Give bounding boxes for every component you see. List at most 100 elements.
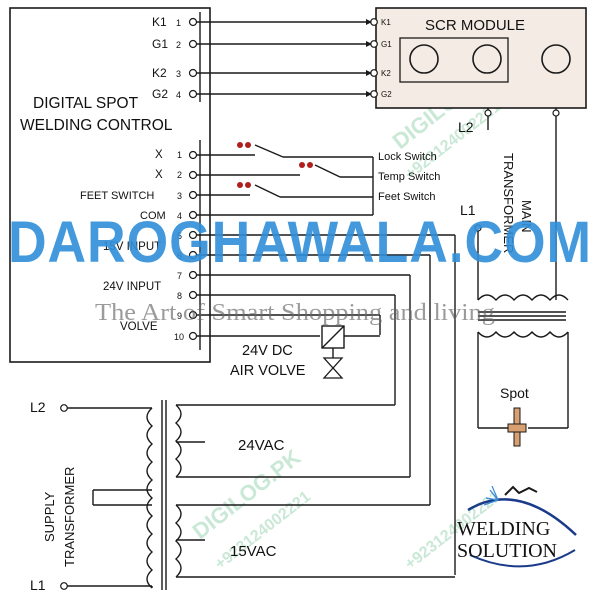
side-terminal-num: 1: [177, 150, 182, 160]
supply-primary-coil: [146, 407, 154, 589]
supply-l2-label: L2: [30, 399, 46, 415]
terminal-screw[interactable]: [188, 68, 198, 78]
top-terminal-label: K1: [152, 15, 167, 29]
switch-dot: [237, 142, 243, 148]
scr-thyristor-1: [409, 44, 439, 74]
top-terminal-block: K1 1 G1 2 K2 3 G2 4: [152, 12, 201, 102]
main-transformer-line1: MAIN: [519, 200, 534, 233]
scr-thyristor-2: [472, 44, 502, 74]
switch-dot: [245, 142, 251, 148]
terminal-screw[interactable]: [60, 404, 68, 412]
side-terminal-label: COM: [140, 210, 166, 222]
terminal-screw[interactable]: [188, 89, 198, 99]
terminal-screw[interactable]: [188, 310, 198, 320]
scr-terminal-label: G2: [381, 90, 392, 99]
side-terminal-label: X: [155, 169, 163, 181]
control-box: [9, 7, 211, 363]
terminal-screw[interactable]: [188, 150, 198, 160]
side-terminal-num: 8: [177, 291, 182, 301]
logo-line2: SOLUTION: [457, 540, 557, 562]
side-terminal-label: 24V INPUT: [103, 281, 161, 293]
supply-secondary-24v: [174, 404, 182, 478]
side-terminal-num: 5: [177, 231, 182, 241]
supply-secondary-15v: [174, 504, 182, 578]
terminal-screw[interactable]: [188, 230, 198, 240]
top-terminal-num: 4: [176, 90, 181, 100]
terminal-screw[interactable]: [188, 250, 198, 260]
feet-switch-label: Feet Switch: [378, 191, 435, 203]
top-terminal-label: G1: [152, 37, 168, 51]
terminal-screw[interactable]: [188, 190, 198, 200]
side-terminal-num: 2: [177, 170, 182, 180]
scr-module-box: [375, 7, 587, 109]
scr-l2-label: L2: [458, 119, 474, 135]
side-terminal-num: 7: [177, 271, 182, 281]
scr-thyristor-3: [541, 44, 571, 74]
terminal-screw[interactable]: [188, 331, 198, 341]
top-terminal-num: 2: [176, 40, 181, 50]
main-transformer-line2: TRANSFORMER: [501, 153, 516, 253]
switch-dot: [307, 162, 313, 168]
terminal-screw[interactable]: [552, 109, 560, 117]
gate-wires: [197, 19, 372, 97]
terminal-screw[interactable]: [188, 170, 198, 180]
terminal-screw[interactable]: [188, 39, 198, 49]
power-input-wiring: [197, 234, 456, 575]
terminal-screw[interactable]: [188, 290, 198, 300]
side-terminal-label: VOLVE: [120, 321, 158, 333]
valve-symbol: [322, 357, 344, 369]
watermark-brand-3: DIGILOG.PK: [188, 444, 306, 544]
top-terminal-label: G2: [152, 87, 168, 101]
scr-terminal-label: K1: [381, 18, 391, 27]
lock-switch-label: Lock Switch: [378, 151, 437, 163]
terminal-screw[interactable]: [484, 109, 492, 117]
supply-transformer-line1: SUPPLY: [42, 491, 57, 542]
terminal-screw[interactable]: [188, 210, 198, 220]
top-terminal-num: 1: [176, 18, 181, 28]
side-terminal-label: X: [155, 149, 163, 161]
side-terminal-label: FEET SWITCH: [80, 190, 154, 202]
control-title-line2: WELDING CONTROL: [20, 117, 173, 134]
terminal-screw[interactable]: [60, 582, 68, 590]
scr-module: SCR MODULE K1 G1 K2 G2: [370, 7, 587, 109]
supply-transformer: L2 L1 SUPPLY TRANSFORMER 24VAC 15VAC: [30, 399, 455, 593]
logo-line1: WELDING: [457, 518, 550, 540]
side-terminal-block: X 1 X 2 FEET SWITCH 3 COM 4 5 15V INPUT …: [80, 140, 201, 350]
terminal-screw[interactable]: [188, 17, 198, 27]
switch-dot: [299, 162, 305, 168]
side-terminal-num: 3: [177, 191, 182, 201]
side-terminal-num: 9: [177, 311, 182, 321]
switch-dot: [245, 182, 251, 188]
main-secondary-coil: [477, 330, 569, 338]
switch-dot: [237, 182, 243, 188]
supply-15vac-label: 15VAC: [230, 543, 277, 560]
terminal-screw[interactable]: [188, 270, 198, 280]
scr-terminal-label: K2: [381, 69, 391, 78]
scr-heatsink: [399, 37, 509, 83]
side-terminal-num: 4: [177, 211, 182, 221]
side-terminal-num: 10: [174, 332, 184, 342]
supply-transformer-line2: TRANSFORMER: [62, 467, 77, 567]
top-terminal-label: K2: [152, 66, 167, 80]
main-l1-label: L1: [460, 202, 476, 218]
welding-solution-logo: WELDING SOLUTION: [457, 485, 577, 568]
scr-terminal-label: G1: [381, 40, 392, 49]
logo-swoosh: [467, 498, 577, 536]
main-transformer: MAIN TRANSFORMER L1 Spot: [460, 153, 569, 447]
side-terminal-num: 6: [177, 251, 182, 261]
temp-switch-label: Temp Switch: [378, 171, 440, 183]
welder-icon: [504, 485, 538, 496]
air-valve-line2: AIR VOLVE: [230, 363, 306, 379]
scr-module-title: SCR MODULE: [425, 17, 525, 34]
side-terminal-label: 15V INPUT: [103, 241, 161, 253]
switch-section: Lock Switch Temp Switch Feet Switch: [197, 142, 440, 216]
air-valve-line1: 24V DC: [242, 343, 293, 359]
spot-label: Spot: [500, 385, 529, 401]
watermark-tagline: The Art of Smart Shopping and living: [95, 300, 495, 326]
supply-24vac-label: 24VAC: [238, 437, 285, 454]
scr-output-wiring: L2: [458, 108, 560, 300]
top-terminal-num: 3: [176, 69, 181, 79]
spark-icon: [483, 485, 499, 506]
